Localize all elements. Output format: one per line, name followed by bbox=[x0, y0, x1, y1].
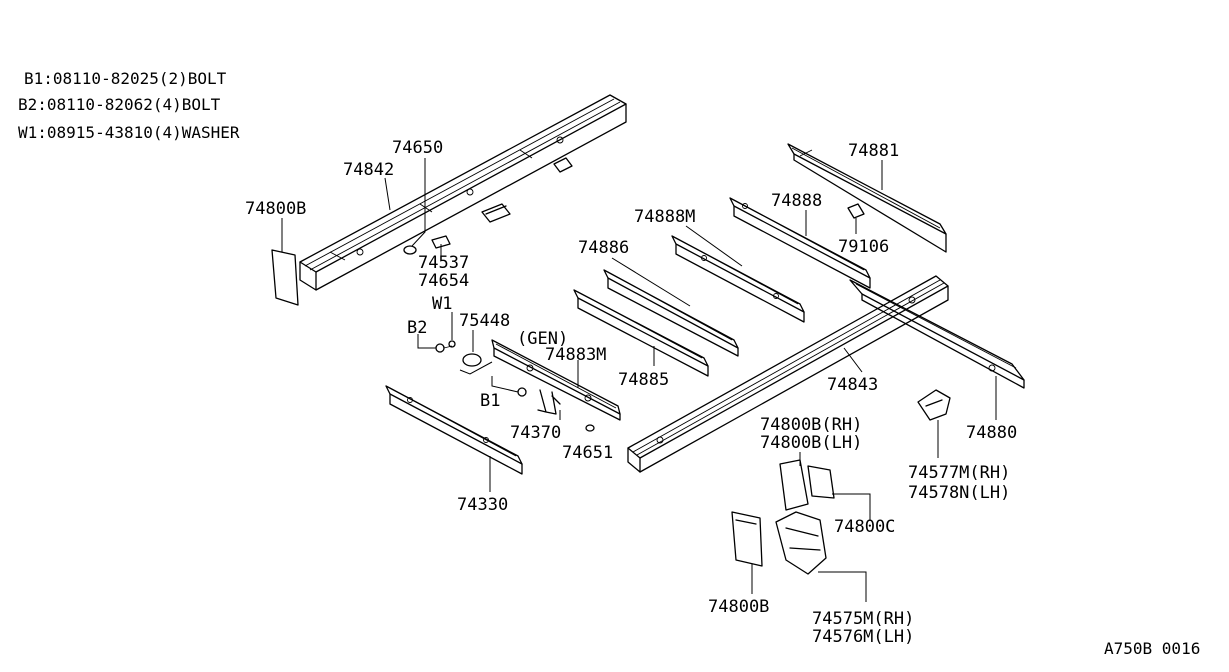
label-74330: 74330 bbox=[457, 495, 508, 515]
note-b1: B1:08110-82025(2)BOLT bbox=[24, 69, 227, 88]
label-74800B-LH: 74800B(LH) bbox=[760, 433, 862, 453]
label-B2: B2 bbox=[407, 318, 427, 338]
part-bracket-74537-area bbox=[481, 203, 511, 223]
label-74650: 74650 bbox=[392, 138, 443, 158]
part-75448-grommet bbox=[462, 353, 482, 367]
label-74800B-RH: 74800B(RH) bbox=[760, 415, 862, 435]
label-74370: 74370 bbox=[510, 423, 561, 443]
part-74880-rail bbox=[849, 279, 1025, 389]
label-79106: 79106 bbox=[838, 237, 889, 257]
label-74654: 74654 bbox=[418, 271, 469, 291]
part-74577M-bracket bbox=[917, 389, 951, 421]
label-74800C: 74800C bbox=[834, 517, 895, 537]
part-74888-crossmember bbox=[729, 197, 871, 289]
part-74881-rail bbox=[787, 143, 947, 253]
label-74575M: 74575M(RH) bbox=[812, 609, 914, 629]
note-w1: W1:08915-43810(4)WASHER bbox=[18, 123, 240, 142]
label-74800B-bottom: 74800B bbox=[708, 597, 769, 617]
part-74883M-crossmember bbox=[491, 339, 621, 421]
part-74800C-bracket bbox=[807, 465, 835, 499]
part-74800B-rh-bracket bbox=[779, 459, 809, 511]
label-75448: 75448 bbox=[459, 311, 510, 331]
part-bolt-b2 bbox=[435, 340, 456, 353]
part-clip-small bbox=[553, 157, 573, 173]
part-74800B-bracket-bottom bbox=[731, 511, 763, 567]
label-W1: W1 bbox=[432, 294, 452, 314]
label-74576M: 74576M(LH) bbox=[812, 627, 914, 647]
part-74842-rail bbox=[299, 94, 627, 291]
diagram-code: A750B 0016 bbox=[1104, 639, 1200, 658]
label-74843: 74843 bbox=[827, 375, 878, 395]
label-74883M: 74883M bbox=[545, 345, 606, 365]
part-74330-rail bbox=[385, 385, 523, 475]
part-bolt-b1 bbox=[517, 387, 527, 397]
label-74577M: 74577M(RH) bbox=[908, 463, 1010, 483]
label-GEN: (GEN) bbox=[517, 329, 568, 349]
label-74537: 74537 bbox=[418, 253, 469, 273]
label-74881: 74881 bbox=[848, 141, 899, 161]
label-74888: 74888 bbox=[771, 191, 822, 211]
part-79106-clip bbox=[847, 203, 865, 219]
label-B1: B1 bbox=[480, 391, 500, 411]
part-74800B-bracket-left bbox=[271, 249, 299, 306]
label-74885: 74885 bbox=[618, 370, 669, 390]
part-74885-crossmember bbox=[573, 289, 709, 377]
label-74880: 74880 bbox=[966, 423, 1017, 443]
part-74886-crossmember bbox=[603, 269, 739, 357]
label-74886: 74886 bbox=[578, 238, 629, 258]
part-74888M-crossmember bbox=[671, 235, 805, 323]
label-74888M: 74888M bbox=[634, 207, 695, 227]
part-74370-bracket bbox=[537, 389, 561, 415]
part-74651-clip bbox=[585, 424, 595, 432]
part-74537-clip bbox=[431, 235, 451, 249]
part-74575M-bracket bbox=[775, 511, 827, 575]
label-74651: 74651 bbox=[562, 443, 613, 463]
note-b2: B2:08110-82062(4)BOLT bbox=[18, 95, 221, 114]
part-74650-grommet bbox=[403, 245, 417, 255]
part-74843-rail bbox=[627, 275, 949, 473]
label-74842: 74842 bbox=[343, 160, 394, 180]
label-74578N: 74578N(LH) bbox=[908, 483, 1010, 503]
label-74800B-left: 74800B bbox=[245, 199, 306, 219]
